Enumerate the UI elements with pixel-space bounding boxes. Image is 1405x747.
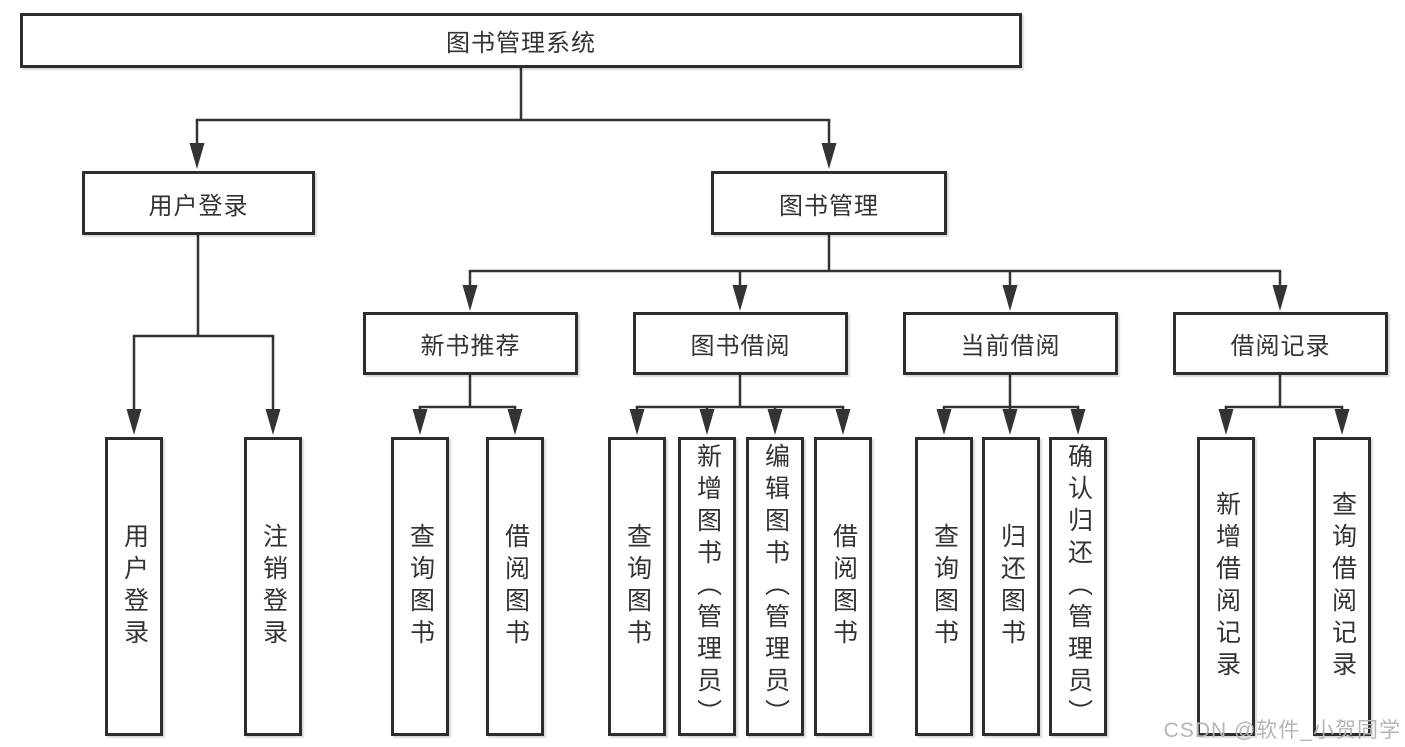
leaf-edit-books-admin: 编辑图书（管理员）	[746, 437, 804, 736]
node-book-management: 图书管理	[711, 171, 947, 235]
connector-login-to-leaves	[126, 234, 281, 435]
leaf-borrow-books-recommend: 借阅图书	[486, 437, 544, 736]
connector-newbook-to-leaves	[412, 374, 523, 435]
leaf-query-books-borrow: 查询图书	[608, 437, 666, 736]
leaf-confirm-return-admin: 确认归还（管理员）	[1049, 437, 1107, 736]
leaf-label: 新增借阅记录	[1212, 490, 1241, 683]
node-label: 新书推荐	[420, 333, 521, 360]
connector-current-to-leaves	[936, 374, 1086, 435]
csdn-watermark: CSDN @软件_小贺同学	[1163, 719, 1401, 742]
leaf-label: 查询借阅记录	[1328, 490, 1357, 683]
leaf-logout: 注销登录	[244, 437, 302, 736]
node-new-book-recommend: 新书推荐	[363, 312, 578, 375]
node-user-login: 用户登录	[82, 171, 315, 235]
leaf-return-books: 归还图书	[982, 437, 1040, 736]
node-label: 图书借阅	[690, 333, 791, 360]
leaf-label: 查询图书	[623, 522, 652, 651]
node-borrow-records: 借阅记录	[1173, 312, 1388, 375]
leaf-label: 借阅图书	[501, 522, 530, 651]
connector-root-to-level2	[189, 68, 837, 169]
leaf-query-books-current: 查询图书	[915, 437, 973, 736]
leaf-label: 注销登录	[259, 522, 288, 651]
leaf-query-books-recommend: 查询图书	[391, 437, 449, 736]
leaf-borrow-books: 借阅图书	[814, 437, 872, 736]
leaf-label: 借阅图书	[829, 522, 858, 651]
connector-mgmt-to-level3	[462, 234, 1288, 311]
leaf-query-borrow-record: 查询借阅记录	[1313, 437, 1371, 736]
leaf-label: 查询图书	[406, 522, 435, 651]
node-label: 用户登录	[148, 192, 249, 220]
leaf-label: 查询图书	[930, 522, 959, 651]
leaf-add-books-admin: 新增图书（管理员）	[678, 437, 736, 736]
leaf-label: 用户登录	[120, 522, 149, 651]
leaf-label: 编辑图书（管理员）	[761, 442, 790, 731]
node-book-borrow: 图书借阅	[633, 312, 848, 375]
node-library-management-system: 图书管理系统	[20, 13, 1022, 68]
connector-borrow-to-leaves	[629, 374, 851, 435]
leaf-label: 新增图书（管理员）	[693, 442, 722, 731]
connector-records-to-leaves	[1218, 374, 1350, 435]
node-label: 图书管理	[779, 192, 879, 220]
leaf-label: 归还图书	[997, 522, 1026, 651]
node-current-borrow: 当前借阅	[903, 312, 1118, 375]
leaf-user-login: 用户登录	[105, 437, 163, 736]
node-label: 图书管理系统	[446, 30, 596, 57]
node-label: 借阅记录	[1230, 333, 1331, 360]
leaf-label: 确认归还（管理员）	[1064, 442, 1093, 731]
leaf-add-borrow-record: 新增借阅记录	[1197, 437, 1255, 736]
node-label: 当前借阅	[960, 333, 1061, 360]
